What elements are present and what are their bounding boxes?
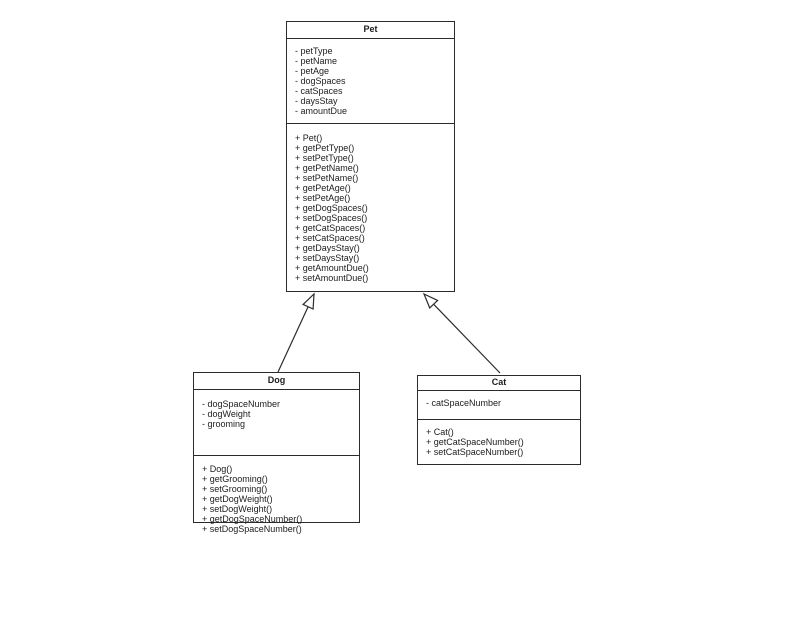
member-line: + getGrooming() bbox=[202, 474, 268, 484]
member-line: + setDaysStay() bbox=[295, 253, 360, 263]
class-box-cat[interactable]: Cat - catSpaceNumber + Cat()+ getCatSpac… bbox=[417, 375, 581, 465]
member-line: + getDaysStay() bbox=[295, 243, 360, 253]
member-line: + getPetAge() bbox=[295, 183, 351, 193]
member-line: + getDogSpaceNumber() bbox=[202, 514, 303, 524]
member-line: - dogSpaces bbox=[295, 76, 346, 86]
member-line: - petType bbox=[295, 46, 333, 56]
class-attributes-dog: - dogSpaceNumber- dogWeight- grooming bbox=[194, 390, 359, 456]
member-line: + Dog() bbox=[202, 464, 233, 474]
member-line: - petName bbox=[295, 56, 338, 66]
class-box-dog[interactable]: Dog - dogSpaceNumber- dogWeight- groomin… bbox=[193, 372, 360, 534]
class-title-pet: Pet bbox=[287, 22, 454, 39]
member-line: - grooming bbox=[202, 419, 246, 429]
member-line: - catSpaceNumber bbox=[426, 398, 502, 408]
member-line: + getCatSpaceNumber() bbox=[426, 437, 524, 447]
member-line: + getPetName() bbox=[295, 163, 359, 173]
member-line: + setPetAge() bbox=[295, 193, 351, 203]
member-line: + setDogWeight() bbox=[202, 504, 273, 514]
cat-to-pet-generalization-arrow[interactable] bbox=[422, 292, 501, 374]
member-line: + setDogSpaces() bbox=[295, 213, 368, 223]
class-methods-pet: + Pet()+ getPetType()+ setPetType()+ get… bbox=[287, 124, 454, 293]
class-box-pet[interactable]: Pet - petType- petName- petAge- dogSpace… bbox=[286, 21, 455, 292]
class-title-cat: Cat bbox=[418, 376, 580, 391]
member-line: + setPetName() bbox=[295, 173, 359, 183]
member-line: + getAmountDue() bbox=[295, 263, 369, 273]
member-line: + getDogWeight() bbox=[202, 494, 273, 504]
dog-to-pet-generalization-arrow[interactable] bbox=[277, 292, 315, 373]
member-line: + setGrooming() bbox=[202, 484, 268, 494]
member-line: + Cat() bbox=[426, 427, 454, 437]
member-line: - petAge bbox=[295, 66, 330, 76]
member-line: - catSpaces bbox=[295, 86, 343, 96]
hollow-triangle-arrowhead bbox=[302, 292, 315, 310]
class-attributes-cat: - catSpaceNumber bbox=[418, 391, 580, 420]
member-line: + setPetType() bbox=[295, 153, 354, 163]
member-line: + getCatSpaces() bbox=[295, 223, 366, 233]
member-line: - amountDue bbox=[295, 106, 348, 116]
class-methods-dog: + Dog()+ getGrooming()+ setGrooming()+ g… bbox=[194, 456, 359, 541]
class-methods-cat: + Cat()+ getCatSpaceNumber()+ setCatSpac… bbox=[418, 420, 580, 466]
class-title-dog: Dog bbox=[194, 373, 359, 390]
member-line: + setCatSpaces() bbox=[295, 233, 365, 243]
member-line: - dogSpaceNumber bbox=[202, 399, 281, 409]
member-line: - daysStay bbox=[295, 96, 338, 106]
member-line: + setAmountDue() bbox=[295, 273, 369, 283]
hollow-triangle-arrowhead bbox=[422, 292, 439, 309]
member-line: + Pet() bbox=[295, 133, 323, 143]
class-attributes-pet: - petType- petName- petAge- dogSpaces- c… bbox=[287, 39, 454, 124]
member-line: - dogWeight bbox=[202, 409, 251, 419]
member-line: + getDogSpaces() bbox=[295, 203, 368, 213]
member-line: + setDogSpaceNumber() bbox=[202, 524, 302, 534]
member-line: + getPetType() bbox=[295, 143, 355, 153]
member-line: + setCatSpaceNumber() bbox=[426, 447, 524, 457]
